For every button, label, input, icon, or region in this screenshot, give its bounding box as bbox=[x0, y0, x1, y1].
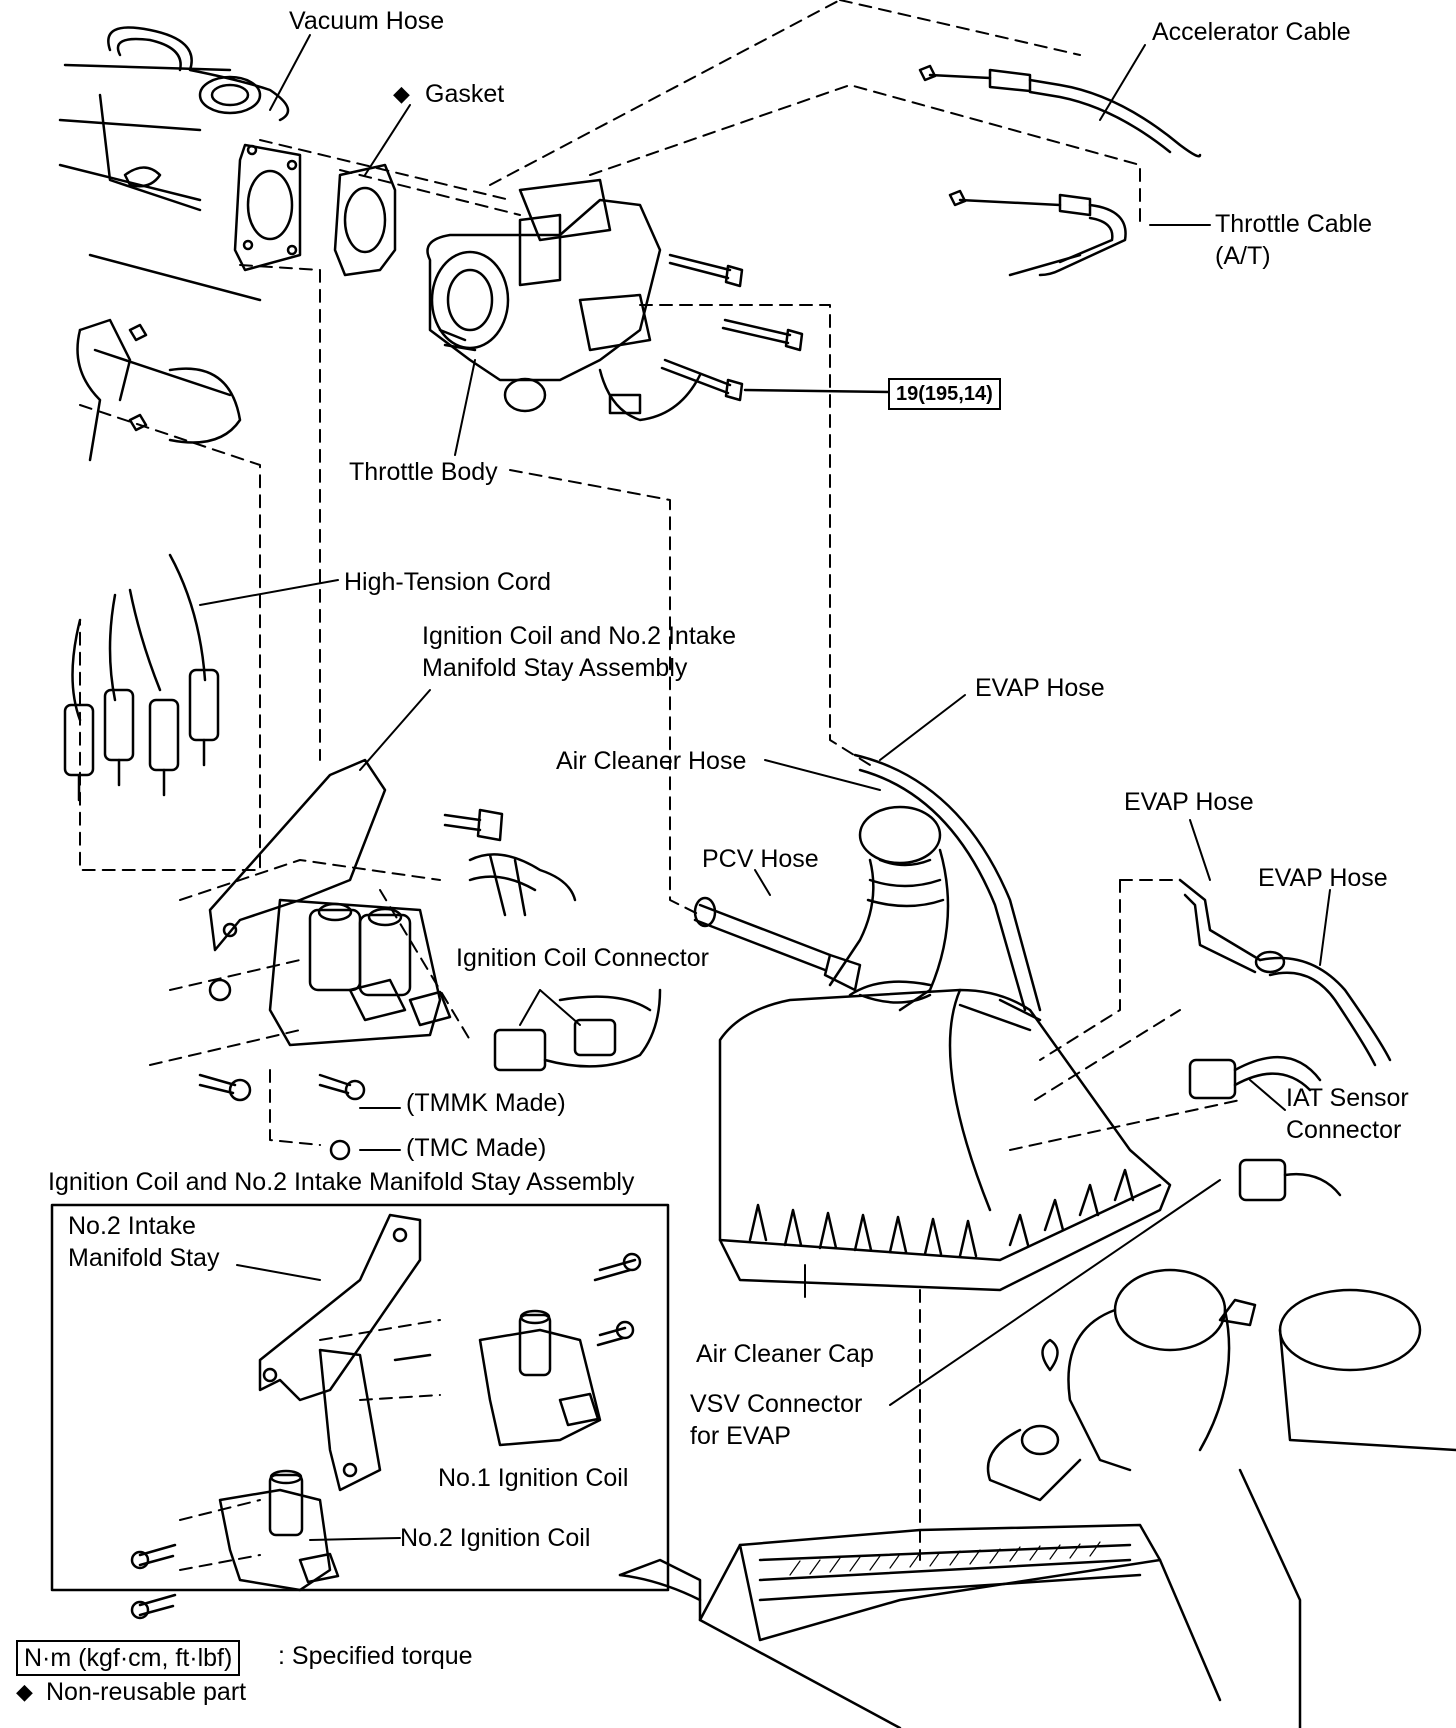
label-air-cleaner-cap: Air Cleaner Cap bbox=[696, 1340, 874, 1368]
label-ignition-coil-stay-assembly: Ignition Coil and No.2 Intake Manifold S… bbox=[422, 622, 737, 682]
label-evap-hose-2: EVAP Hose bbox=[1124, 788, 1254, 816]
inset-stay-drawing bbox=[258, 1213, 642, 1492]
assembly-bolts bbox=[198, 808, 504, 1161]
label-accelerator-cable: Accelerator Cable bbox=[1152, 18, 1351, 46]
label-no1-ignition-coil: No.1 Ignition Coil bbox=[438, 1464, 629, 1492]
throttle-body-bolts bbox=[660, 253, 804, 402]
label-no2-ignition-coil: No.2 Ignition Coil bbox=[400, 1524, 591, 1552]
accelerator-cable-drawing bbox=[918, 64, 1202, 158]
high-tension-cord-drawing bbox=[63, 553, 220, 802]
torque-legend-desc: : Specified torque bbox=[278, 1642, 473, 1670]
intake-flange bbox=[233, 143, 302, 272]
hose-clamp-drawing bbox=[468, 853, 577, 917]
label-evap-hose-3: EVAP Hose bbox=[1258, 864, 1388, 892]
label-no2-intake-manifold-stay: No.2 Intake Manifold Stay bbox=[68, 1212, 220, 1272]
label-ignition-coil-connector: Ignition Coil Connector bbox=[456, 944, 709, 972]
air-cleaner-cap-drawing bbox=[718, 980, 1172, 1292]
vacuum-hose-drawing bbox=[107, 26, 290, 122]
throttle-cable-drawing bbox=[948, 189, 1127, 277]
nonreusable-legend-icon: ◆ bbox=[16, 1679, 33, 1704]
throttle-body-drawing bbox=[426, 178, 702, 422]
reservoir-drawing bbox=[986, 1268, 1456, 1502]
label-vsv-connector: VSV Connector for EVAP bbox=[690, 1390, 863, 1450]
torque-spec-box: 19(195,14) bbox=[888, 378, 1001, 410]
iat-sensor-connector-drawing bbox=[1188, 1055, 1322, 1100]
nonreusable-legend-desc: Non-reusable part bbox=[46, 1678, 247, 1706]
label-throttle-body: Throttle Body bbox=[349, 458, 498, 486]
assembly-dashed-lines bbox=[79, 0, 1241, 1571]
label-air-cleaner-hose: Air Cleaner Hose bbox=[556, 747, 747, 775]
inset-frame bbox=[50, 1203, 670, 1592]
label-high-tension-cord: High-Tension Cord bbox=[344, 568, 552, 596]
label-evap-hose-1: EVAP Hose bbox=[975, 674, 1105, 702]
inset-title: Ignition Coil and No.2 Intake Manifold S… bbox=[48, 1168, 635, 1196]
torque-leader bbox=[743, 388, 892, 394]
vsv-connector-drawing bbox=[1238, 1158, 1342, 1202]
nonreusable-diamond-icon: ◆ bbox=[393, 81, 410, 106]
torque-legend-box: N·m (kgf·cm, ft·lbf) bbox=[16, 1640, 241, 1676]
engine-manifold-outline bbox=[58, 63, 262, 462]
label-leaders bbox=[199, 34, 1331, 1541]
air-filter-element-pattern bbox=[789, 1541, 1101, 1576]
label-tmc-made: (TMC Made) bbox=[406, 1134, 547, 1162]
air-cleaner-hose-drawing bbox=[828, 805, 950, 1012]
label-throttle-cable: Throttle Cable (A/T) bbox=[1215, 210, 1373, 270]
label-tmmk-made: (TMMK Made) bbox=[406, 1089, 566, 1117]
gasket-drawing bbox=[333, 163, 397, 277]
ignition-coil-assembly-drawing bbox=[208, 758, 452, 1047]
air-cleaner-case-drawing bbox=[618, 1468, 1302, 1728]
inset-no1-coil-drawing bbox=[478, 1309, 602, 1447]
pcv-hose-drawing bbox=[693, 896, 862, 992]
ignition-coil-connector-drawing bbox=[493, 988, 662, 1072]
label-gasket: Gasket bbox=[425, 80, 505, 108]
evap-hose-drawing bbox=[853, 753, 1392, 1067]
label-pcv-hose: PCV Hose bbox=[702, 845, 819, 873]
label-vacuum-hose: Vacuum Hose bbox=[289, 7, 445, 35]
inset-no2-coil-drawing bbox=[130, 1469, 340, 1620]
label-iat-sensor-connector: IAT Sensor Connector bbox=[1286, 1084, 1409, 1144]
